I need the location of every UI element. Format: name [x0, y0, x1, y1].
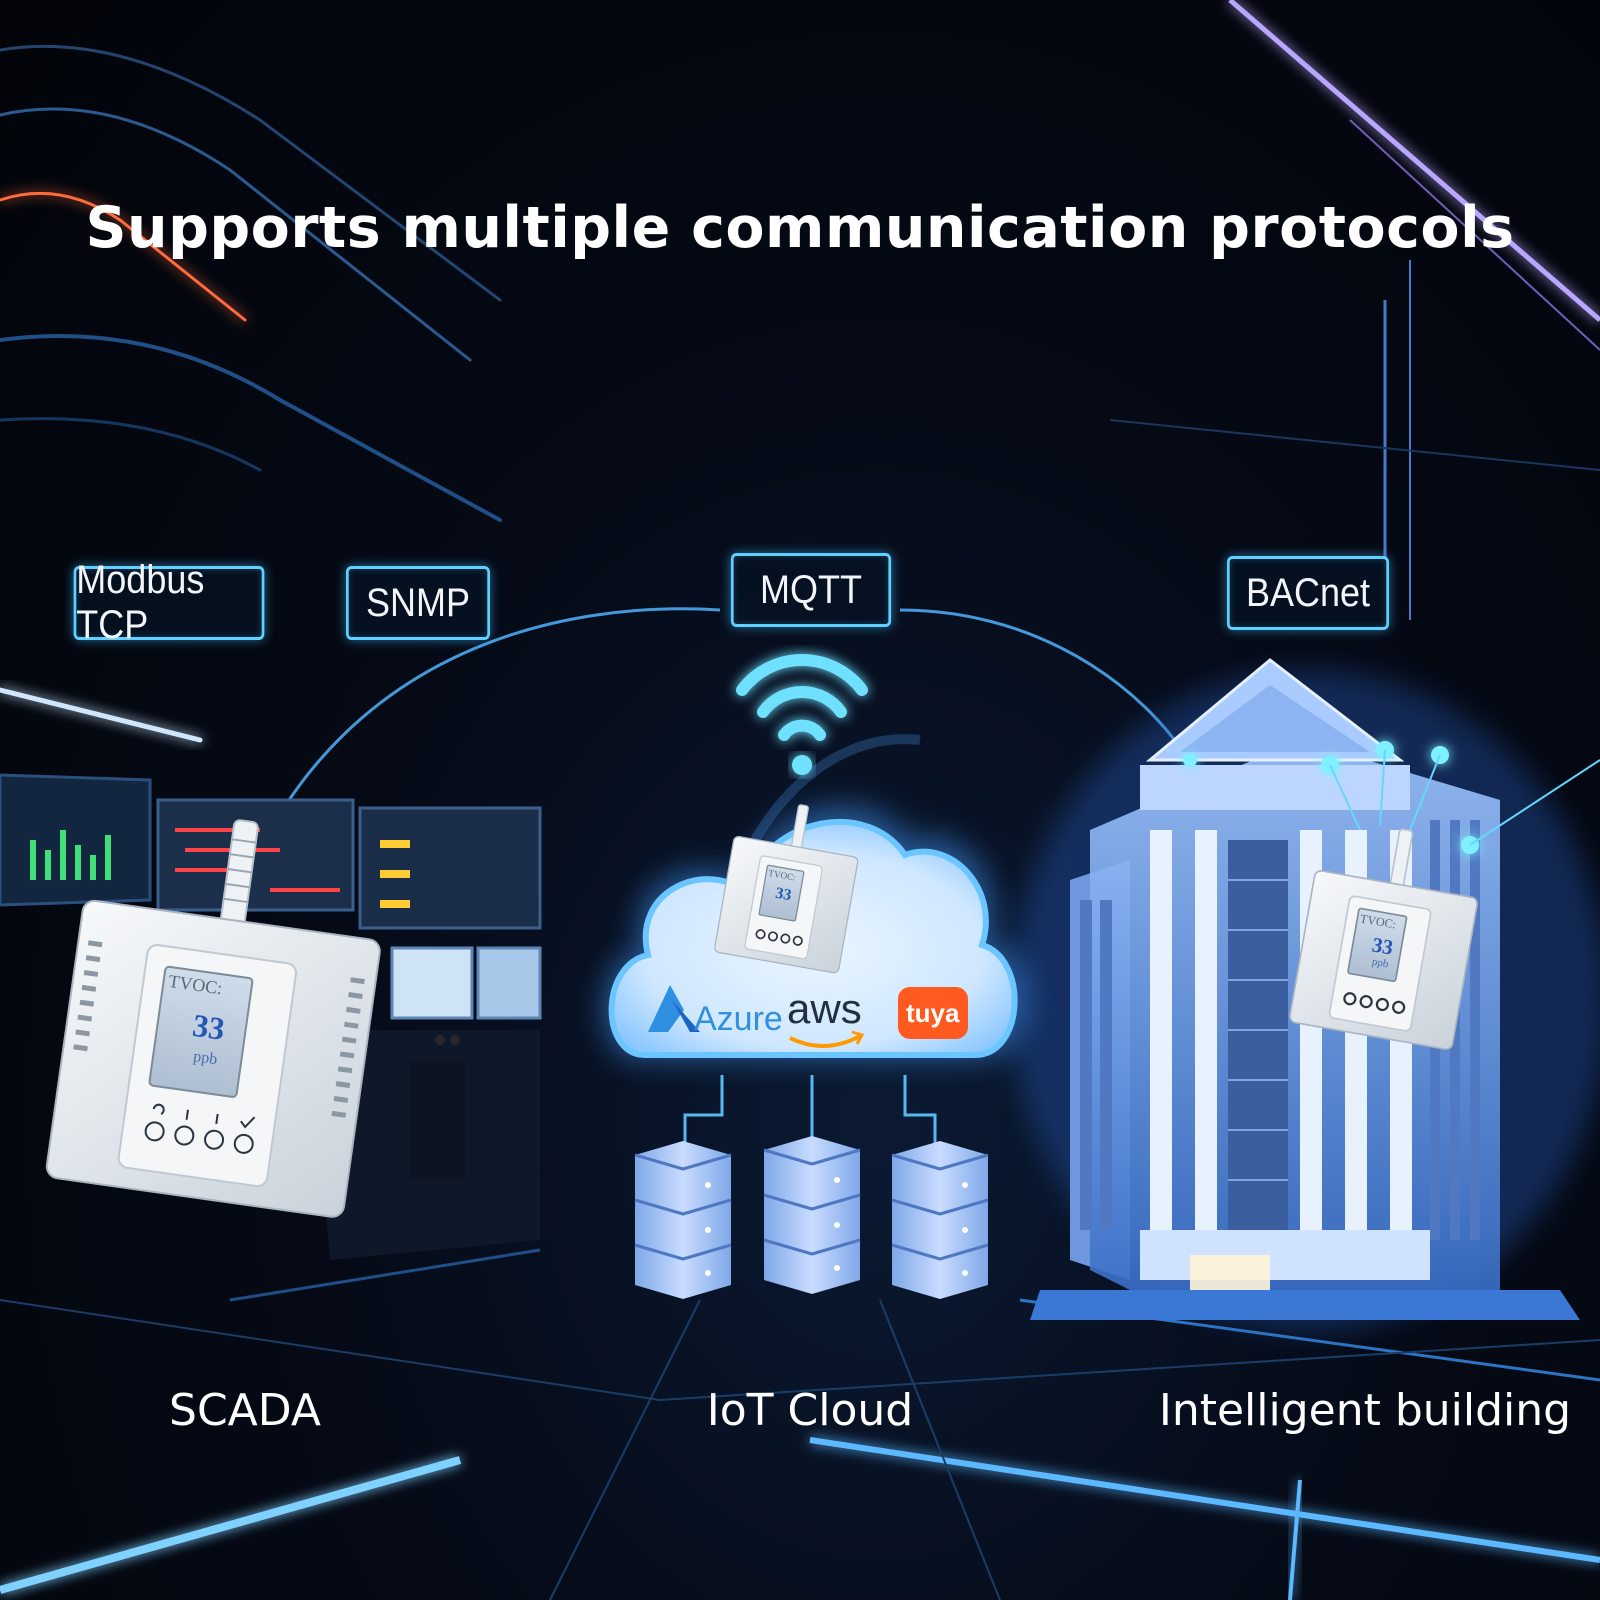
azure-logo: Azure	[648, 985, 783, 1038]
tuya-logo-icon	[898, 987, 968, 1039]
sensor-unit-text: ppb	[192, 1048, 218, 1068]
headline: Supports multiple communication protocol…	[85, 195, 1515, 261]
sensor-device-cloud	[714, 804, 859, 974]
neon-lines-top-right	[1109, 0, 1600, 620]
sensor-device-building	[1289, 828, 1478, 1050]
sensor-value-text: 33	[774, 885, 793, 905]
aws-smile-icon	[789, 1034, 861, 1048]
aws-logo: aws	[787, 985, 865, 1048]
aws-wordmark: aws	[787, 985, 862, 1032]
sensor-unit-text: ppb	[1371, 956, 1390, 971]
wifi-icon	[736, 654, 868, 741]
sensor-display-building: TVOC: 33 ppb	[1359, 911, 1397, 971]
protocol-tag-modbus-tcp: Modbus TCP	[73, 558, 265, 647]
sensor-label-text: TVOC:	[768, 868, 797, 883]
protocol-tag-mqtt: MQTT	[730, 553, 892, 627]
azure-wordmark: Azure	[694, 1000, 783, 1038]
neon-lines-top-left	[0, 44, 502, 743]
azure-logo-icon	[648, 985, 684, 1032]
sensor-display-cloud: TVOC: 33	[768, 868, 797, 905]
sensor-value-text: 33	[190, 1007, 227, 1047]
protocol-tag-bacnet: BACnet	[1227, 556, 1389, 630]
caption-intelligent-building: Intelligent building	[1158, 1385, 1572, 1436]
control-room-monitors	[0, 773, 542, 1260]
database-stacks	[634, 1136, 989, 1299]
sensor-value-text: 33	[1370, 932, 1395, 959]
tuya-logo: tuya	[898, 987, 968, 1039]
tuya-wordmark: tuya	[906, 998, 960, 1028]
protocol-tag-snmp: SNMP	[346, 566, 490, 640]
caption-iot-cloud: IoT Cloud	[706, 1385, 914, 1436]
sensor-device-large	[45, 819, 381, 1218]
sensor-label-text: TVOC:	[1359, 911, 1397, 931]
caption-scada: SCADA	[169, 1385, 321, 1436]
floor-light-lines	[0, 1248, 1600, 1600]
connection-arc-left	[248, 607, 721, 871]
